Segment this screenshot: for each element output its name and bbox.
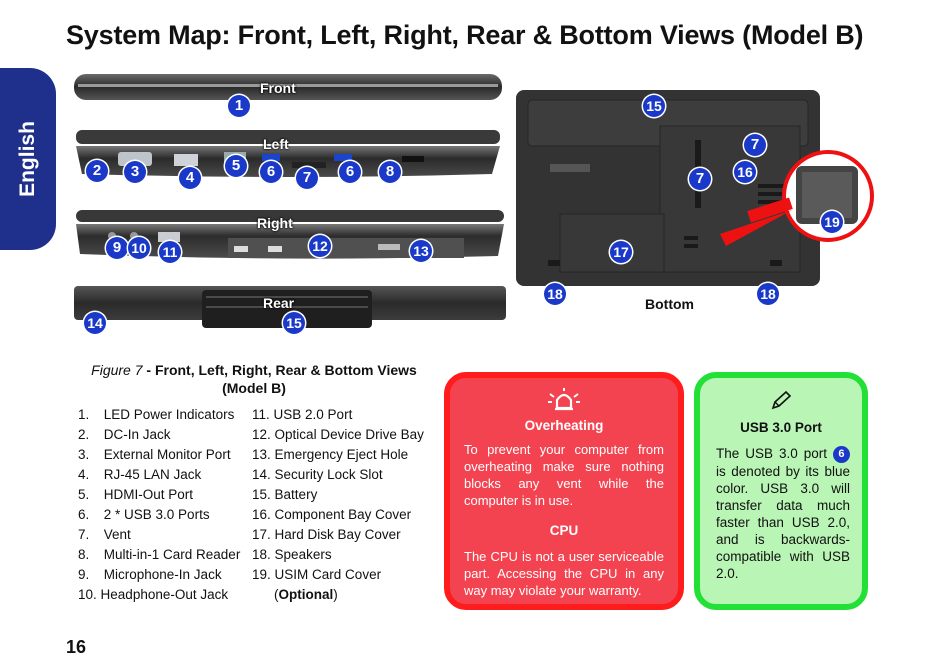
callout-badge: 10 [128, 237, 150, 259]
right-view-image [72, 208, 508, 264]
list-item: 14. Security Lock Slot [252, 467, 383, 482]
list-item: 5. HDMI-Out Port [78, 487, 194, 502]
figure-prefix: Figure 7 [91, 362, 143, 378]
list-item: 18. Speakers [252, 547, 332, 562]
callout-badge: 14 [84, 312, 106, 334]
language-tab: English [0, 68, 56, 250]
overheat-alarm-icon [450, 388, 678, 412]
callout-badge: 7 [689, 168, 711, 190]
callout-badge: 2 [86, 160, 108, 182]
language-tab-label: English [16, 121, 39, 197]
front-view-image [72, 72, 504, 106]
callout-badge: 4 [179, 167, 201, 189]
bottom-view-image [510, 86, 882, 294]
pencil-icon [700, 390, 862, 412]
callout-badge: 7 [296, 167, 318, 189]
note-heading: USB 3.0 Port [740, 420, 822, 435]
list-item: 1. LED Power Indicators [78, 407, 235, 422]
list-item: 10. Headphone-Out Jack [78, 587, 229, 602]
callout-badge: 8 [379, 161, 401, 183]
callout-badge: 5 [225, 155, 247, 177]
callout-badge: 13 [410, 240, 432, 262]
rear-view-image [72, 284, 508, 330]
usb3-badge: 6 [832, 445, 850, 463]
list-item: 19. USIM Card Cover [252, 567, 382, 582]
list-item: 17. Hard Disk Bay Cover [252, 527, 401, 542]
warning-box: Overheating To prevent your computer fro… [444, 372, 684, 610]
list-item: 15. Battery [252, 487, 318, 502]
bottom-view-label: Bottom [645, 296, 694, 312]
legend-list-left: 1. LED Power Indicators 2. DC-In Jack 3.… [78, 405, 240, 605]
list-item: 8. Multi-in-1 Card Reader [78, 547, 241, 562]
figure-caption: Figure 7 - Front, Left, Right, Rear & Bo… [78, 361, 430, 397]
callout-badge: 7 [744, 134, 766, 156]
callout-badge: 6 [260, 161, 282, 183]
callout-badge: 11 [159, 241, 181, 263]
warning-heading-overheating: Overheating [524, 418, 604, 433]
list-item: 11. USB 2.0 Port [252, 407, 353, 422]
callout-badge: 9 [106, 237, 128, 259]
legend-list-right: 11. USB 2.0 Port 12. Optical Device Driv… [252, 405, 424, 605]
warning-heading-cpu: CPU [549, 523, 579, 538]
list-item: 2. DC-In Jack [78, 427, 171, 442]
list-item: 7. Vent [78, 527, 131, 542]
figure-caption-text: - Front, Left, Right, Rear & Bottom View… [142, 362, 417, 396]
list-item: 9. Microphone-In Jack [78, 567, 222, 582]
front-view-label: Front [260, 80, 296, 96]
callout-badge: 15 [643, 95, 665, 117]
page-title: System Map: Front, Left, Right, Rear & B… [66, 20, 864, 50]
callout-badge: 3 [124, 161, 146, 183]
warning-text-overheating: To prevent your computer from overheatin… [464, 442, 664, 508]
list-item: 6. 2 * USB 3.0 Ports [78, 507, 210, 522]
list-item: 4. RJ-45 LAN Jack [78, 467, 202, 482]
callout-badge: 12 [309, 235, 331, 257]
callout-badge: 1 [228, 95, 250, 117]
callout-badge: 19 [821, 211, 843, 233]
callout-badge: 18 [757, 283, 779, 305]
warning-text-cpu: The CPU is not a user serviceable part. … [464, 549, 664, 598]
list-item: 3. External Monitor Port [78, 447, 231, 462]
left-view-label: Left [263, 136, 289, 152]
list-item: 13. Emergency Eject Hole [252, 447, 409, 462]
callout-badge: 6 [339, 161, 361, 183]
page-number: 16 [66, 637, 87, 657]
list-item: 16. Component Bay Cover [252, 507, 412, 522]
callout-badge: 18 [544, 283, 566, 305]
right-view-label: Right [257, 215, 293, 231]
note-text: The USB 3.0 port 6 is denoted by its blu… [716, 445, 850, 581]
list-item: 12. Optical Device Drive Bay [252, 427, 424, 442]
list-item-sub: (Optional) [274, 587, 338, 602]
callout-badge: 16 [734, 161, 756, 183]
rear-view-label: Rear [263, 295, 295, 311]
callout-badge: 15 [283, 312, 305, 334]
callout-badge: 17 [610, 241, 632, 263]
note-box: USB 3.0 Port The USB 3.0 port 6 is denot… [694, 372, 868, 610]
